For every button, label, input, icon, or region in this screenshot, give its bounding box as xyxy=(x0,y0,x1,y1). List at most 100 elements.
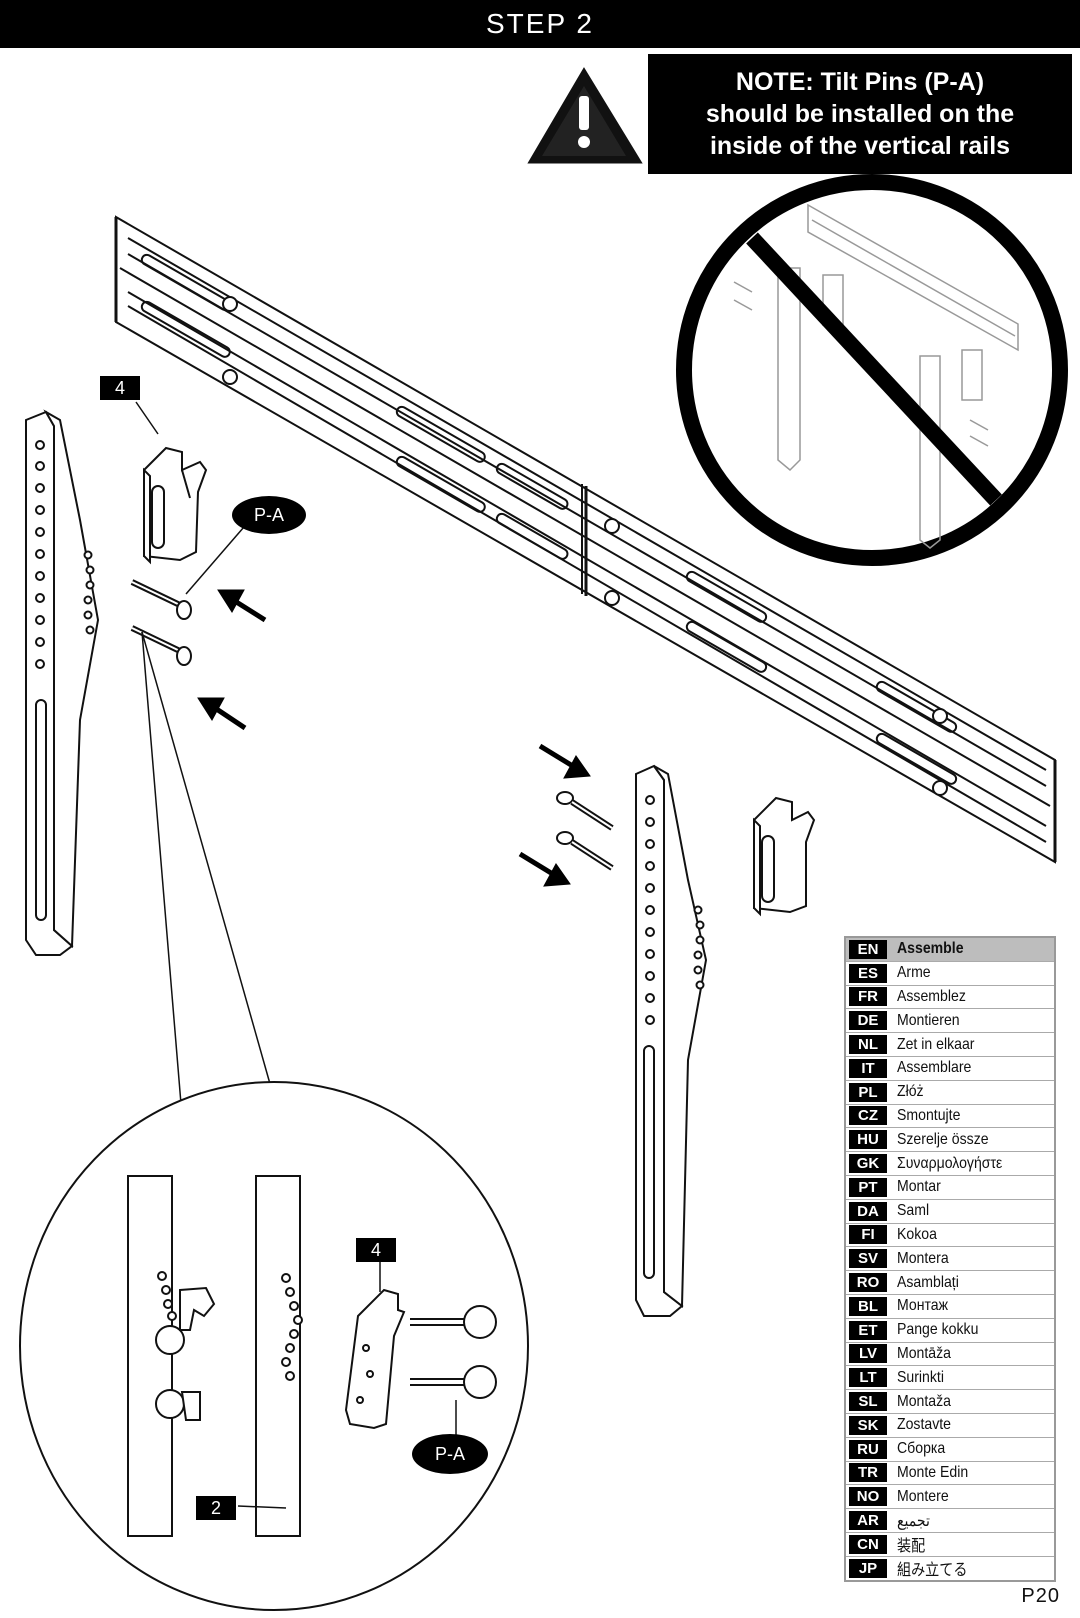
language-word: Συναρμολογήστε xyxy=(897,1154,1003,1172)
language-word: Monte Edin xyxy=(897,1463,969,1481)
detail-part-2-callout: 2 xyxy=(196,1496,236,1520)
step-header: STEP 2 xyxy=(0,0,1080,48)
language-word: Montaža xyxy=(897,1392,952,1410)
language-row: SL Montaža xyxy=(846,1390,1054,1414)
language-word: Złóż xyxy=(897,1083,924,1101)
language-word: Asamblați xyxy=(897,1273,959,1291)
language-row: ET Pange kokku xyxy=(846,1319,1054,1343)
language-word: Montieren xyxy=(897,1011,960,1029)
language-code: CN xyxy=(849,1534,887,1554)
language-word: Assemblez xyxy=(897,987,966,1005)
language-code: PT xyxy=(849,1177,887,1197)
no-sign-icon xyxy=(676,174,1068,566)
note-line-2: should be installed on the xyxy=(705,100,1015,128)
language-row: CN 装配 xyxy=(846,1533,1054,1557)
language-row: NO Montere xyxy=(846,1485,1054,1510)
page-number: P20 xyxy=(1021,1585,1060,1607)
step-title: STEP 2 xyxy=(486,8,594,39)
language-word: 組み立てる xyxy=(897,1562,968,1580)
language-row: PT Montar xyxy=(846,1176,1054,1200)
language-code: AR xyxy=(849,1511,887,1531)
part-4-label: 4 xyxy=(114,377,125,398)
language-code: RU xyxy=(849,1439,887,1459)
language-code: DE xyxy=(849,1011,887,1031)
language-row: CZ Smontujte xyxy=(846,1105,1054,1129)
language-code: DA xyxy=(849,1201,887,1221)
language-word: Pange kokku xyxy=(897,1321,979,1339)
language-code: NL xyxy=(849,1035,887,1055)
language-word: Zostavte xyxy=(897,1416,951,1434)
language-code: SV xyxy=(849,1249,887,1269)
tilt-pin-callout: P-A xyxy=(232,496,306,534)
language-code: NO xyxy=(849,1487,887,1507)
right-tilt-bracket xyxy=(753,796,816,917)
direction-arrows xyxy=(197,589,591,887)
language-word: Montera xyxy=(897,1249,949,1267)
language-word: Szerelje össze xyxy=(897,1130,989,1148)
note-line-3: inside of the vertical rails xyxy=(709,132,1011,160)
language-row: DE Montieren xyxy=(846,1009,1054,1034)
right-vertical-rail xyxy=(635,764,708,1317)
language-code: LT xyxy=(849,1368,887,1388)
language-word: Сборка xyxy=(897,1440,946,1458)
note-line-1: NOTE: Tilt Pins (P-A) xyxy=(735,68,985,96)
language-word: Assemble xyxy=(897,940,964,958)
language-code: ET xyxy=(849,1320,887,1340)
language-code: CZ xyxy=(849,1106,887,1126)
language-row: SK Zostavte xyxy=(846,1414,1054,1438)
language-word: Smontujte xyxy=(897,1106,961,1124)
language-row: ES Arme xyxy=(846,962,1054,986)
left-vertical-rail xyxy=(25,409,100,956)
language-word: Assemblare xyxy=(897,1059,972,1077)
language-code: LV xyxy=(849,1344,887,1364)
language-code: RO xyxy=(849,1273,887,1293)
language-word: Montere xyxy=(897,1487,949,1505)
language-row: BL Монтаж xyxy=(846,1295,1054,1319)
tilt-pin-label: P-A xyxy=(253,504,284,525)
right-tilt-pins xyxy=(556,791,614,871)
language-row: RU Сборка xyxy=(846,1438,1054,1462)
warning-triangle-icon xyxy=(527,67,643,164)
horizontal-rail-assembly xyxy=(114,215,1057,864)
language-code: FI xyxy=(849,1225,887,1245)
detail-part-2-label: 2 xyxy=(210,1497,221,1518)
language-row: RO Asamblați xyxy=(846,1271,1054,1295)
language-code: GK xyxy=(849,1154,887,1174)
language-row: SV Montera xyxy=(846,1247,1054,1272)
language-row: IT Assemblare xyxy=(846,1057,1054,1081)
language-code: ES xyxy=(849,963,887,983)
language-word: Surinkti xyxy=(897,1368,944,1386)
left-tilt-pins xyxy=(130,579,192,666)
language-code: EN xyxy=(849,939,887,959)
left-tilt-bracket xyxy=(143,446,208,565)
language-word: تجميع xyxy=(897,1512,930,1530)
language-code: BL xyxy=(849,1296,887,1316)
language-word: Монтаж xyxy=(897,1297,949,1315)
language-word: Arme xyxy=(897,964,931,982)
language-code: SL xyxy=(849,1392,887,1412)
language-word: 装配 xyxy=(897,1538,926,1556)
language-code: IT xyxy=(849,1058,887,1078)
part-4-callout: 4 xyxy=(100,376,140,400)
detail-part-4-label: 4 xyxy=(370,1239,381,1260)
language-row: FR Assemblez xyxy=(846,986,1054,1010)
language-code: TR xyxy=(849,1463,887,1483)
language-code: PL xyxy=(849,1082,887,1102)
language-code: FR xyxy=(849,987,887,1007)
language-word: Montar xyxy=(897,1178,941,1196)
language-code: HU xyxy=(849,1130,887,1150)
language-word: Kokoa xyxy=(897,1225,937,1243)
language-row: EN Assemble xyxy=(846,938,1054,962)
language-row: AR تجميع xyxy=(846,1509,1054,1533)
detail-part-4-callout: 4 xyxy=(356,1238,396,1262)
note-box: NOTE: Tilt Pins (P-A) should be installe… xyxy=(648,54,1072,174)
language-row: HU Szerelje össze xyxy=(846,1128,1054,1153)
detail-tilt-pin-callout: P-A xyxy=(412,1434,488,1474)
language-row: FI Kokoa xyxy=(846,1224,1054,1248)
language-code: SK xyxy=(849,1415,887,1435)
